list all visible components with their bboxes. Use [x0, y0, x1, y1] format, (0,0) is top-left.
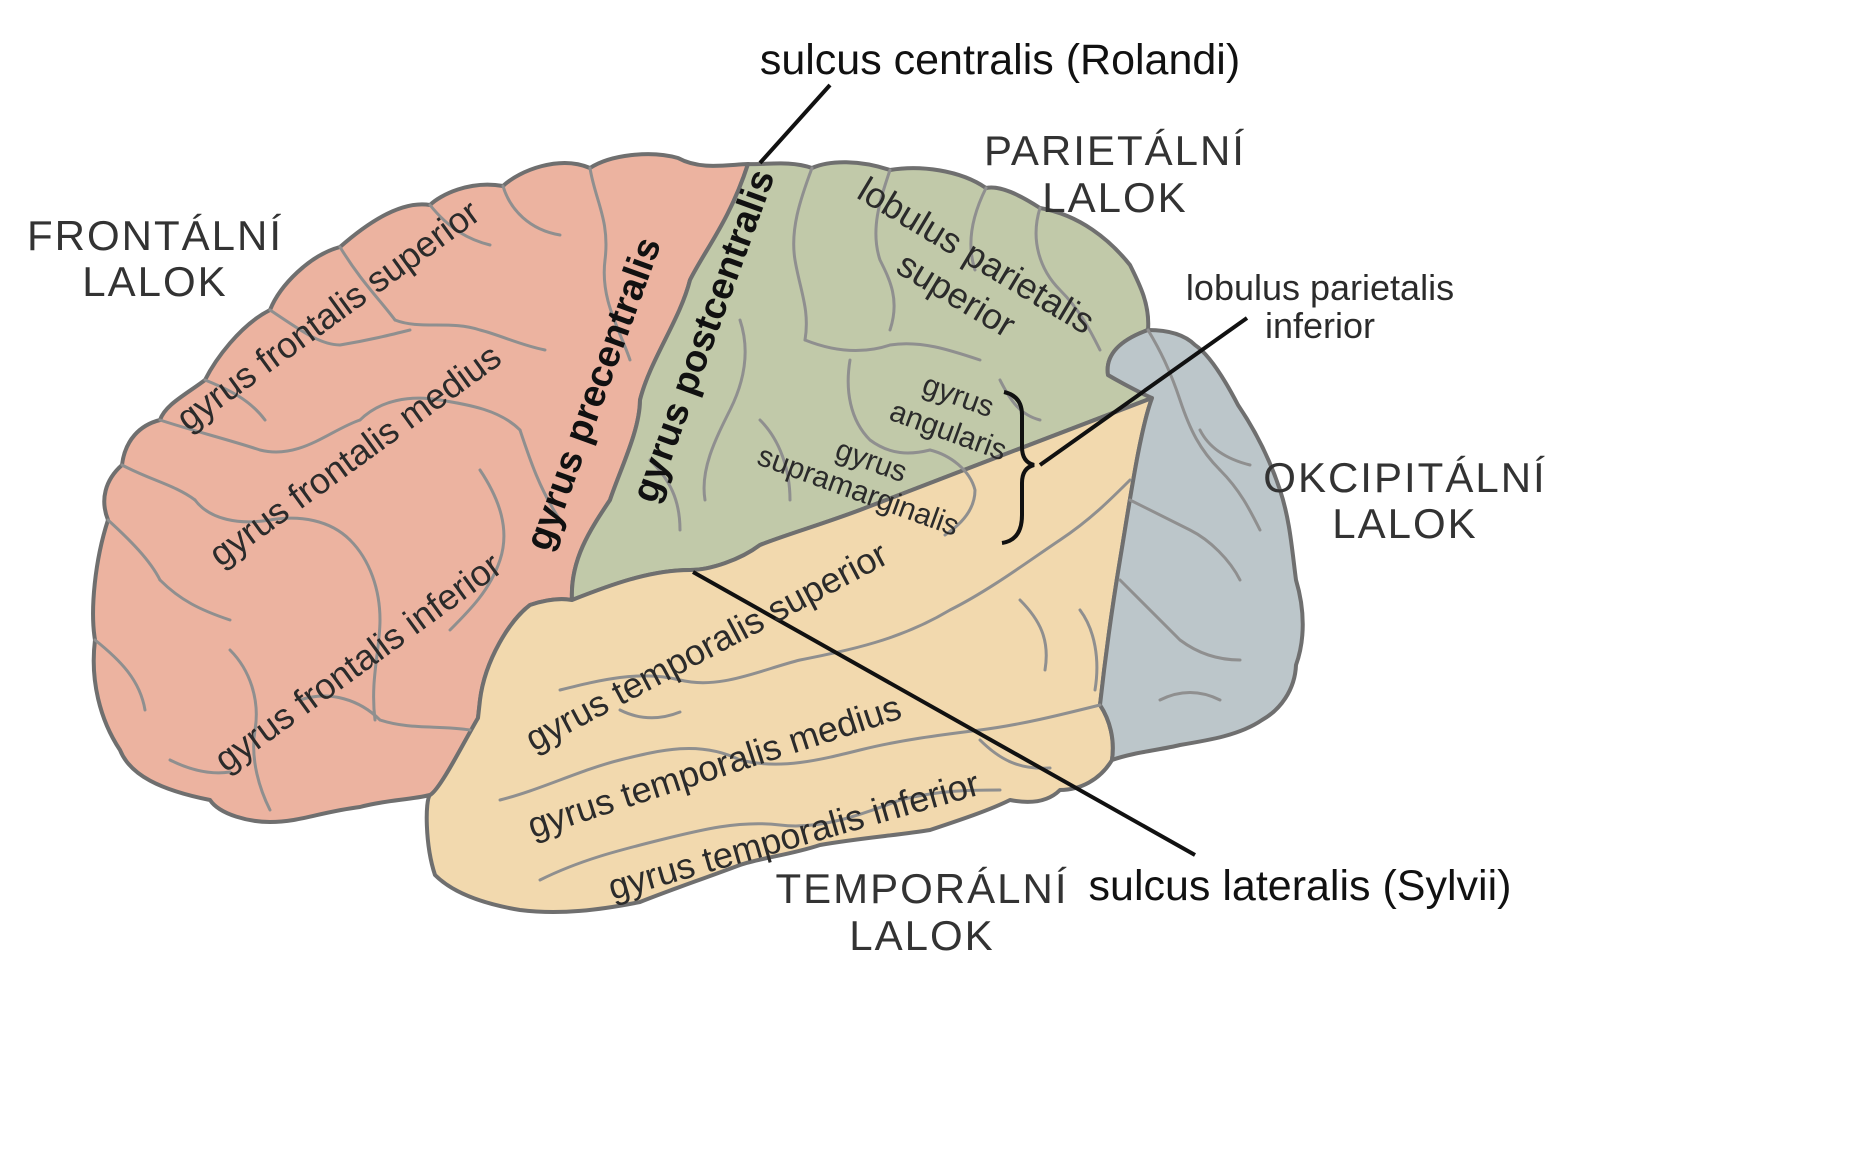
lateral-sulcus-pointer [692, 570, 1196, 857]
parietal-lobe-title-line2: LALOK [1042, 174, 1187, 221]
lobulus-parietalis-inferior-label-line1: lobulus parietalis [1186, 267, 1454, 308]
frontal-lobe-title-line2: LALOK [82, 258, 227, 305]
lobulus-parietalis-inferior-label-line2: inferior [1265, 305, 1375, 346]
inferior-parietal-brace [1001, 390, 1035, 545]
central-sulcus-pointer [758, 83, 832, 165]
temporal-lobe-title-line1: TEMPORÁLNÍ [775, 865, 1068, 912]
sulci-folds [93, 166, 1262, 882]
sulcus-centralis-label: sulcus centralis (Rolandi) [760, 36, 1240, 84]
frontal-lobe-title-line1: FRONTÁLNÍ [27, 212, 283, 259]
parietal-lobe-title-line1: PARIETÁLNÍ [984, 127, 1246, 174]
sulcus-lateralis-label: sulcus lateralis (Sylvii) [1089, 862, 1512, 910]
occipital-lobe-title-line1: OKCIPITÁLNÍ [1263, 454, 1546, 501]
occipital-lobe [1098, 328, 1305, 762]
inferior-parietal-pointer [1038, 316, 1249, 467]
temporal-lobe [424, 396, 1154, 914]
occipital-lobe-title-line2: LALOK [1332, 500, 1477, 547]
temporal-lobe-title-line2: LALOK [849, 912, 994, 959]
